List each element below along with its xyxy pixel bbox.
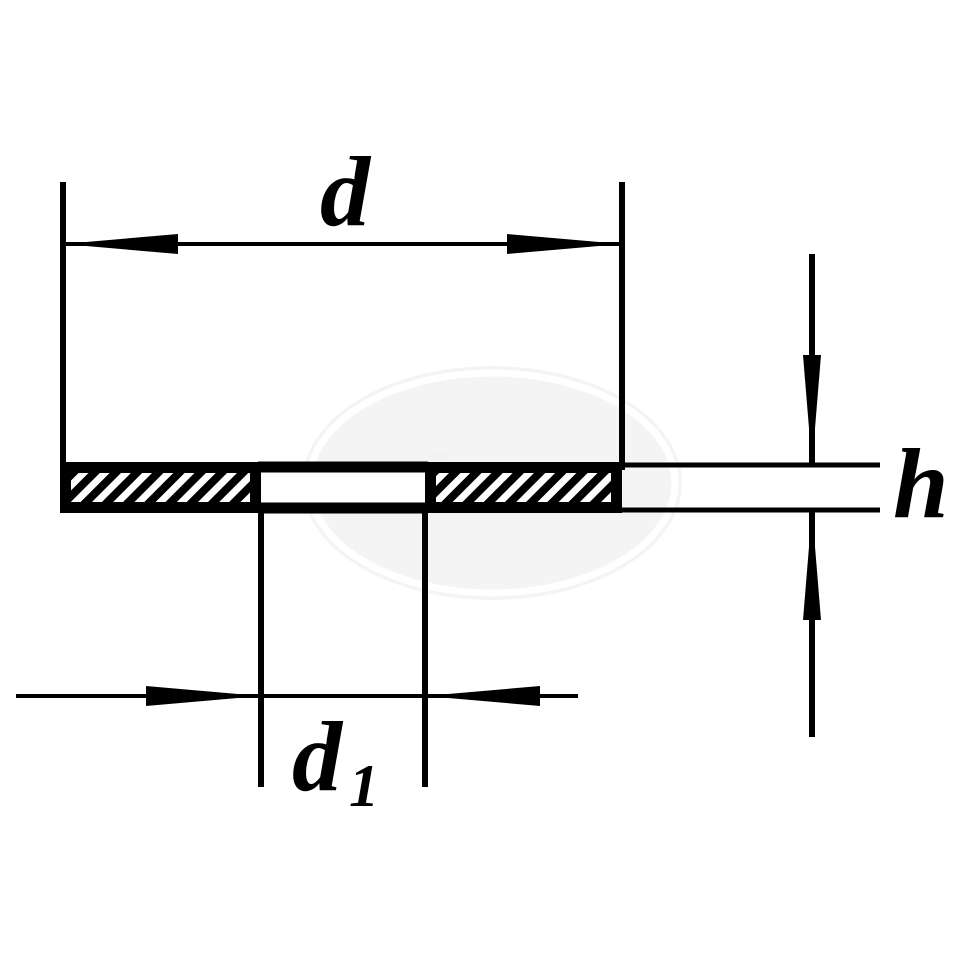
dimension-d1-group: d 1	[16, 513, 578, 819]
dimension-label-d1-subscript: 1	[349, 753, 379, 819]
dimension-h-group: h	[622, 254, 949, 737]
d-arrowhead-right	[507, 234, 622, 254]
h-arrowhead-lower	[803, 510, 821, 620]
washer-section-body	[60, 461, 622, 514]
dimension-label-d: d	[320, 136, 372, 247]
h-arrowhead-upper	[803, 355, 821, 465]
d-arrowhead-left	[63, 234, 178, 254]
dimension-d-group: d	[60, 136, 625, 470]
dimension-label-h: h	[893, 428, 949, 539]
dimension-label-d1: d	[292, 701, 344, 812]
washer-left-block-hatch	[71, 473, 250, 502]
d1-arrowhead-left	[146, 686, 261, 706]
d1-arrowhead-right	[425, 686, 540, 706]
washer-right-block-hatch	[436, 473, 611, 502]
